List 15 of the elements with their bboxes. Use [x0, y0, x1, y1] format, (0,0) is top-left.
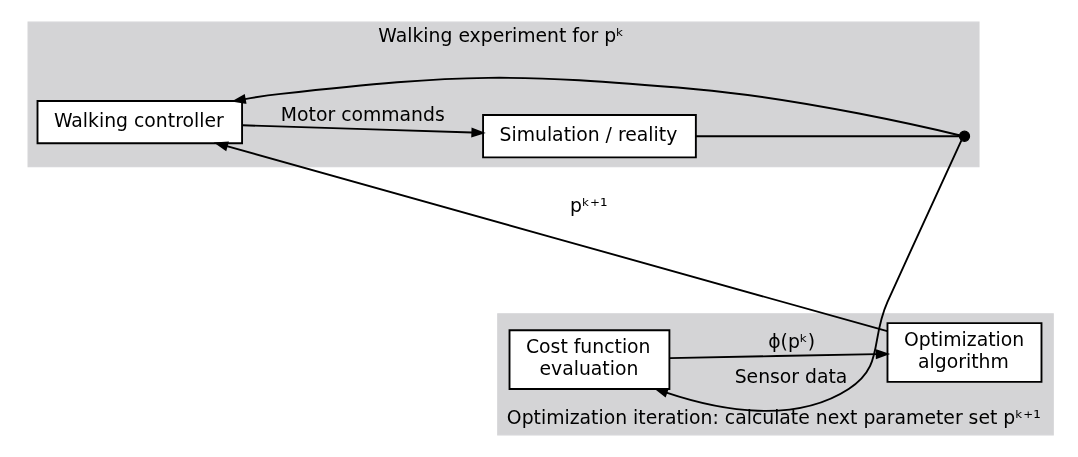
- edge-label: Sensor data: [734, 365, 847, 387]
- connector: [694, 135, 960, 138]
- arrow: [668, 349, 890, 360]
- node-circle: [958, 130, 970, 142]
- edge-label: pᵏ⁺¹: [569, 195, 607, 217]
- node-box: Optimization algorithm: [886, 322, 1042, 383]
- arrow: [241, 124, 486, 138]
- node-box: Cost function evaluation: [508, 329, 670, 390]
- edge-label: Motor commands: [280, 103, 445, 125]
- node-box: Walking controller: [36, 100, 243, 145]
- arrow: [213, 141, 888, 333]
- arrow: [231, 76, 960, 137]
- arrow: [653, 139, 962, 412]
- node-box: Simulation / reality: [481, 114, 697, 159]
- edge-label: ϕ(pᵏ): [767, 330, 815, 352]
